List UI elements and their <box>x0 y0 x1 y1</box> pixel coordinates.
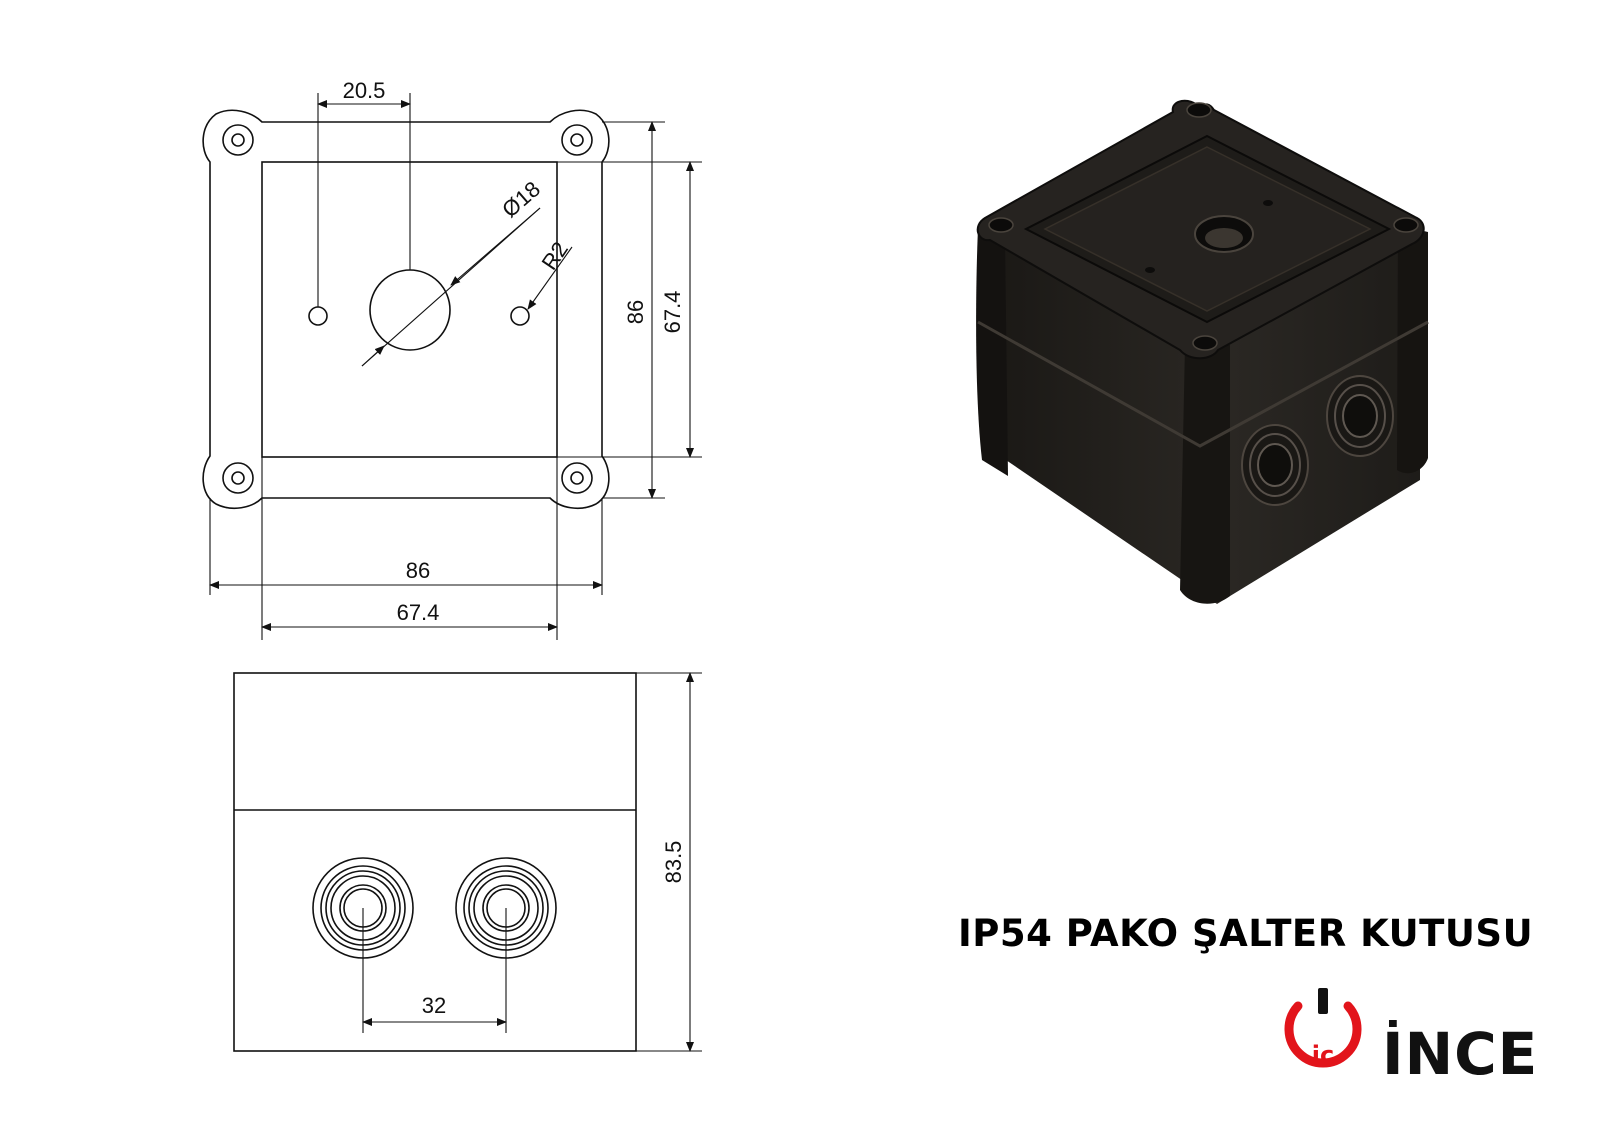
dim-gland-spacing <box>362 908 507 1033</box>
label-radius: R2 <box>537 237 573 274</box>
label-front-height: 83.5 <box>661 841 686 884</box>
power-bar-icon <box>1318 988 1328 1014</box>
label-inner-height: 67.4 <box>660 291 685 334</box>
front-view-body <box>233 672 637 1052</box>
dim-front-height <box>636 672 702 1052</box>
corner-holes <box>222 124 593 494</box>
front-view <box>233 672 702 1052</box>
dim-vertical <box>557 121 702 499</box>
top-view <box>202 93 702 640</box>
label-outer-width: 86 <box>406 558 430 583</box>
dim-horizontal <box>209 457 603 640</box>
dim-radius <box>527 246 573 310</box>
product-title: IP54 PAKO ŞALTER KUTUSU <box>958 912 1534 955</box>
label-top-offset: 20.5 <box>343 78 386 103</box>
enclosure-3d-render <box>976 99 1429 604</box>
dim-top-offset <box>317 93 411 307</box>
power-ring-icon <box>1284 1001 1362 1068</box>
small-hole-right <box>510 306 530 326</box>
label-inner-width: 67.4 <box>397 600 440 625</box>
label-gland-spacing: 32 <box>422 993 446 1018</box>
top-view-outline <box>202 109 610 510</box>
small-hole-left <box>308 306 328 326</box>
brand-logo: ic İNCE <box>1284 988 1538 1088</box>
label-outer-height: 86 <box>623 300 648 324</box>
label-diameter: Ø18 <box>497 176 545 222</box>
center-hole <box>369 269 451 351</box>
dim-diameter <box>361 207 541 367</box>
brand-word: İNCE <box>1382 1019 1538 1088</box>
brand-mark: ic <box>1312 1041 1334 1069</box>
